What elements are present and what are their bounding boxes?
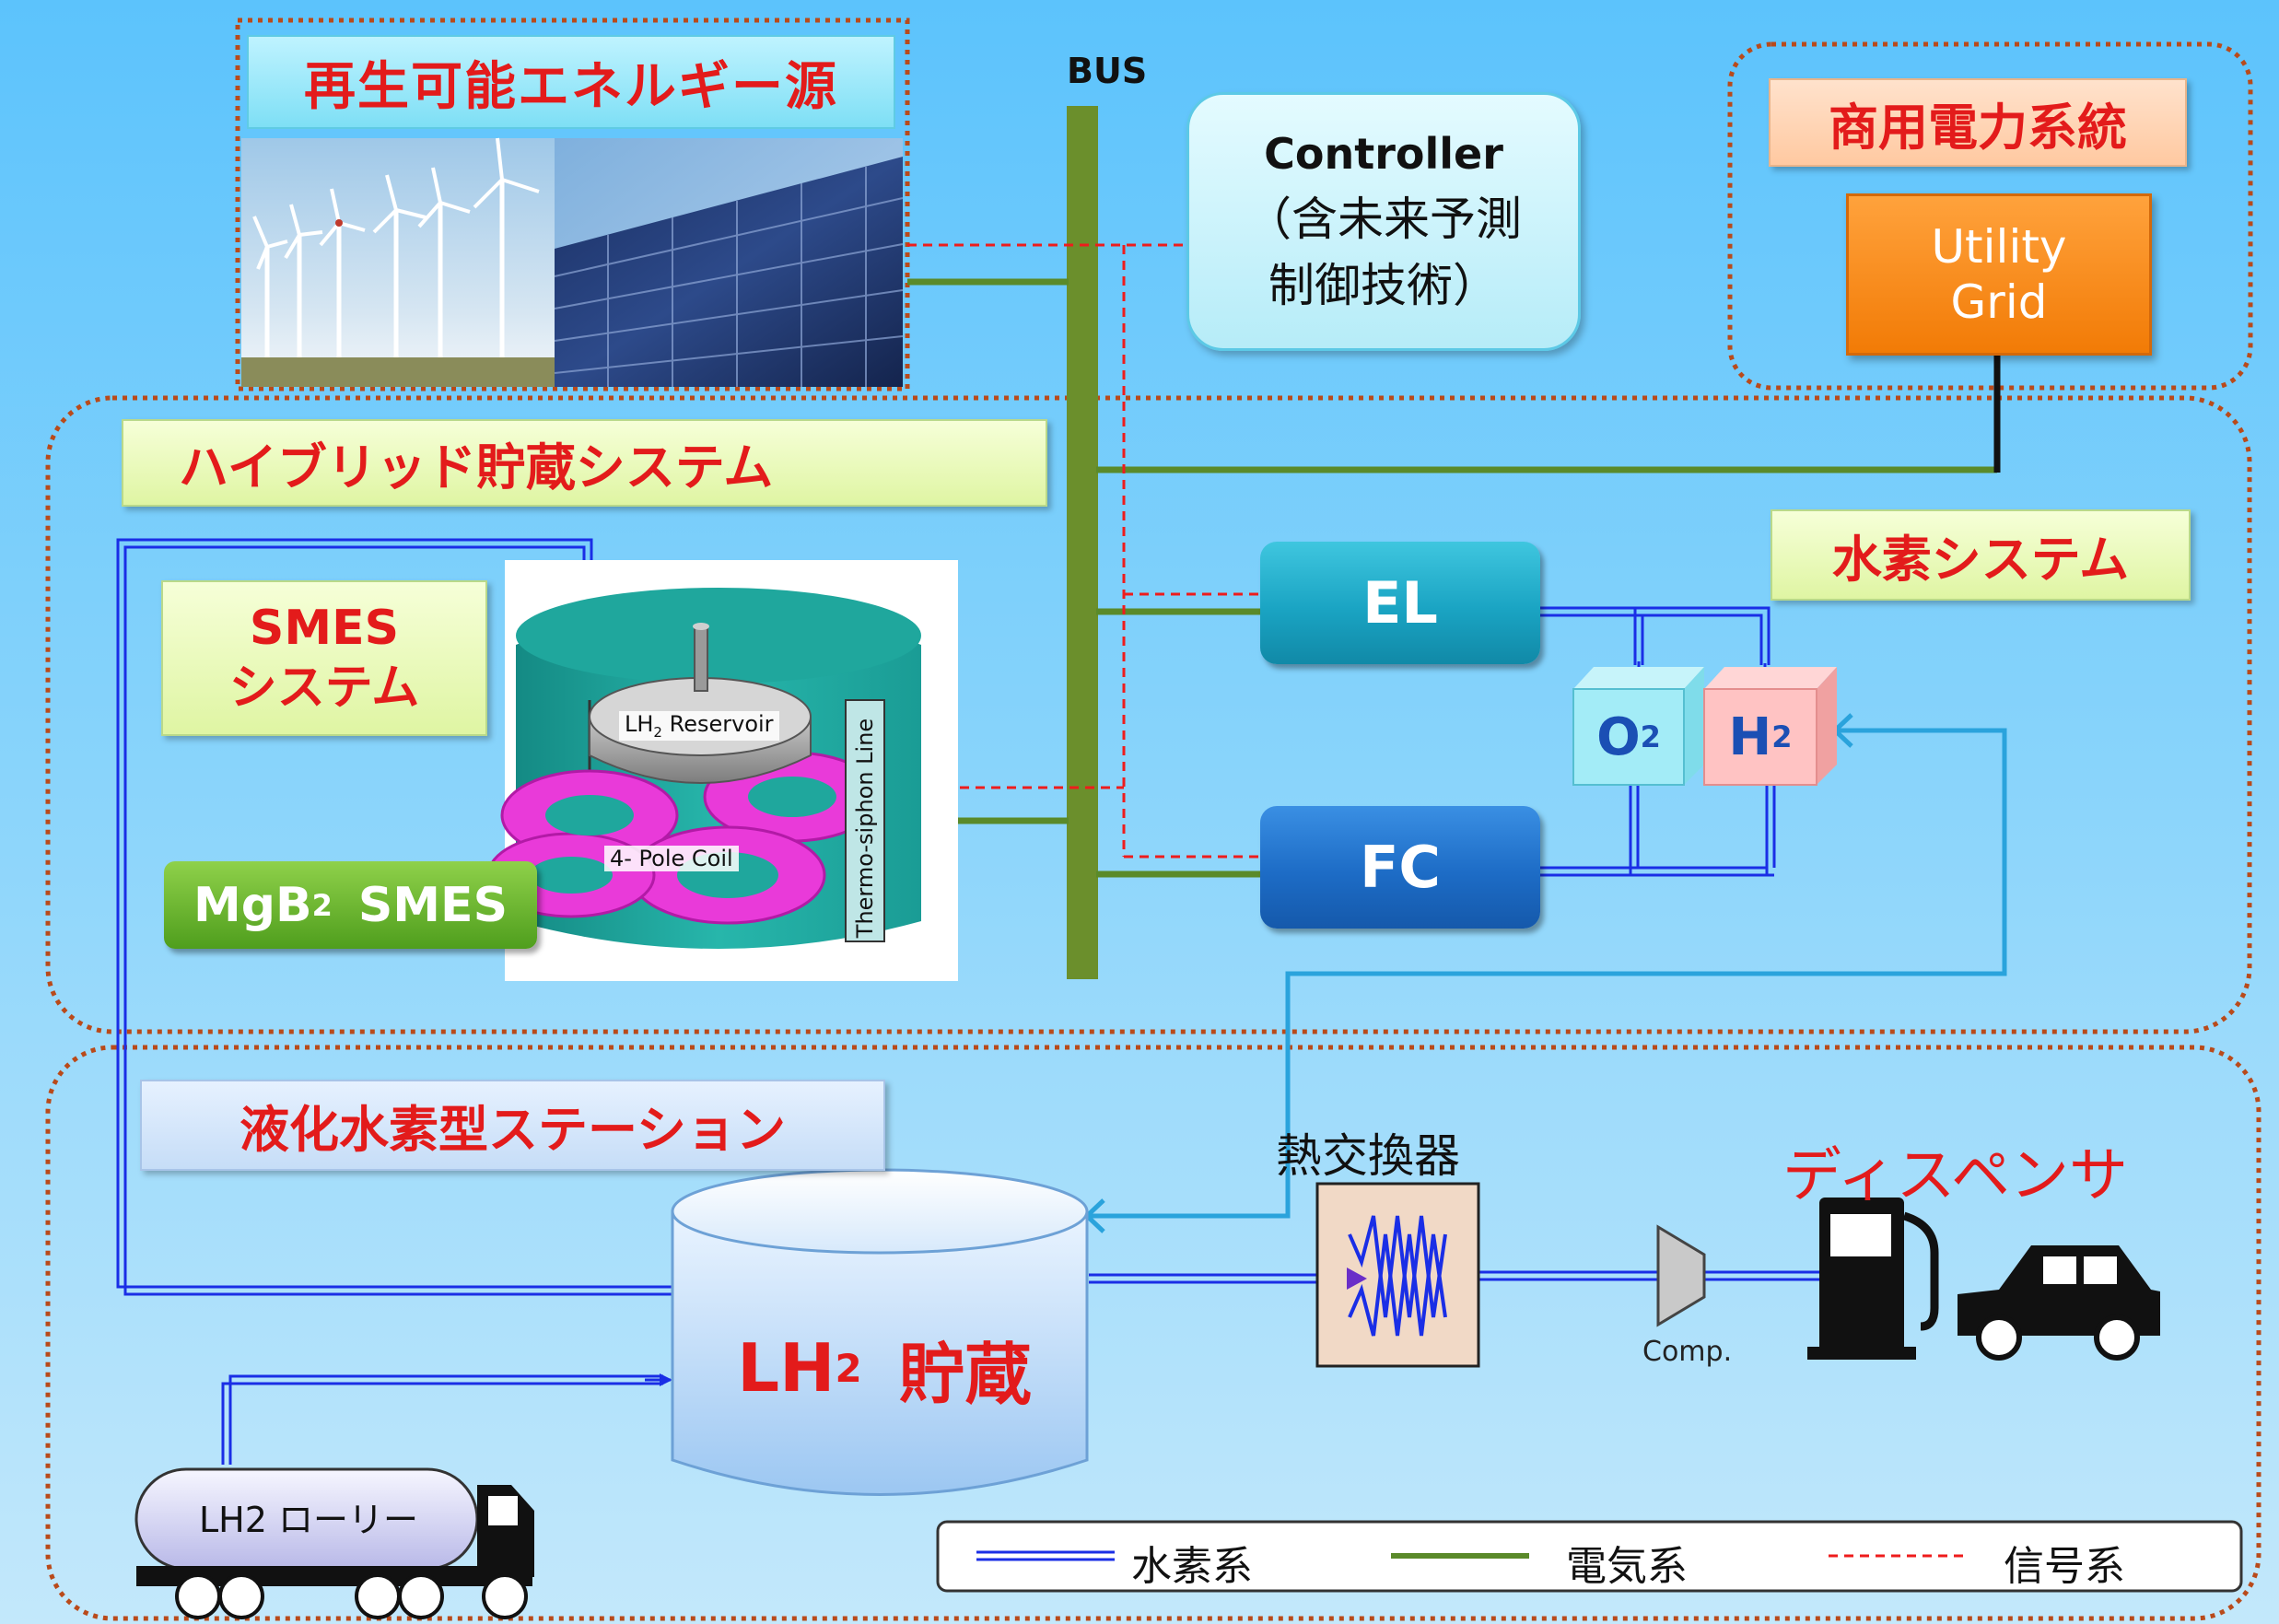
heat-exchanger-label: 熱交換器 [1276, 1129, 1460, 1183]
controller-title: Controller [1264, 128, 1503, 179]
reservoir-suffix: Reservoir [669, 711, 774, 737]
solar-panels-photo [554, 138, 904, 387]
storage-text: LH [737, 1329, 836, 1407]
wind-turbines-photo [241, 137, 555, 387]
smes-title-2: システム [228, 660, 420, 716]
el-electrolyzer-box: EL [1260, 542, 1540, 664]
smes-title-1: SMES [249, 600, 400, 656]
utility-grid-label-2: Grid [1950, 275, 2048, 329]
station-title: 液化水素型ステーション [140, 1080, 885, 1171]
mgb2-suffix: SMES [357, 877, 508, 933]
utility-grid-box: Utility Grid [1846, 193, 2152, 356]
renewable-region-border [235, 18, 910, 391]
controller-subtitle-2: 制御技術） [1268, 258, 1499, 312]
h2-text: H [1728, 707, 1772, 767]
coil-label: 4- Pole Coil [604, 846, 739, 871]
o2-cube-shape [1572, 667, 1704, 786]
h2-subscript: 2 [1771, 719, 1793, 754]
mgb2-text: MgB [193, 877, 312, 933]
grid-title: 商用電力系統 [1769, 78, 2187, 167]
bus-bar [1067, 106, 1098, 979]
h2-cube-shape [1703, 667, 1837, 786]
hybrid-title: ハイブリッド貯蔵システム [122, 419, 1047, 507]
legend-electric-label: 電気系 [1566, 1543, 1688, 1590]
renewable-title: 再生可能エネルギー源 [304, 56, 838, 117]
legend-box [936, 1520, 2243, 1593]
signal-lines [907, 243, 1260, 859]
hydrogen-lines [116, 538, 1819, 1465]
legend-hydrogen-label: 水素系 [1131, 1543, 1253, 1590]
car-icon [1958, 1245, 2160, 1361]
grid-region-border [1727, 41, 2253, 391]
storage-subscript: 2 [835, 1345, 862, 1391]
legend-samples [976, 1550, 1967, 1561]
controller-box: Controller （含未来予測 制御技術） [1186, 92, 1581, 351]
station-region-border [45, 1045, 2261, 1621]
electric-lines [907, 278, 1997, 878]
utility-grid-label-1: Utility [1931, 220, 2067, 274]
fc-fuel-cell-box: FC [1260, 806, 1540, 929]
smes-title-box: SMES システム [161, 580, 487, 736]
renewable-title-box: 再生可能エネルギー源 [247, 35, 895, 129]
thermo-siphon-label: Thermo-siphon Line [852, 718, 878, 939]
hydrogen-system-title: 水素システム [1771, 509, 2191, 601]
hybrid-region-border [45, 395, 2252, 1034]
o2-subscript: 2 [1640, 719, 1661, 754]
compressor-label: Comp. [1642, 1336, 1733, 1368]
reservoir-subscript: 2 [653, 723, 662, 741]
mgb2-subscript: 2 [311, 887, 333, 923]
compressor-shape [1656, 1224, 1706, 1327]
lh2-storage-tank [671, 1168, 1089, 1496]
legend-signal-label: 信号系 [2004, 1543, 2125, 1590]
reservoir-label: LH2 Reservoir [619, 711, 779, 741]
lh2-lorry-truck [134, 1467, 534, 1619]
smes-device-image [486, 560, 958, 981]
lorry-label: LH2 ローリー [198, 1499, 418, 1540]
reservoir-text: LH [625, 711, 654, 737]
controller-subtitle-1: （含未来予測 [1245, 192, 1522, 246]
fuel-pump-icon [1807, 1198, 1939, 1360]
o2-text: O [1596, 707, 1641, 767]
storage-suffix: 貯蔵 [898, 1335, 1032, 1413]
bus-label: BUS [1067, 51, 1148, 91]
heat-exchanger-shape [1315, 1182, 1480, 1368]
dispenser-label: ディスペンサ [1782, 1142, 2129, 1210]
